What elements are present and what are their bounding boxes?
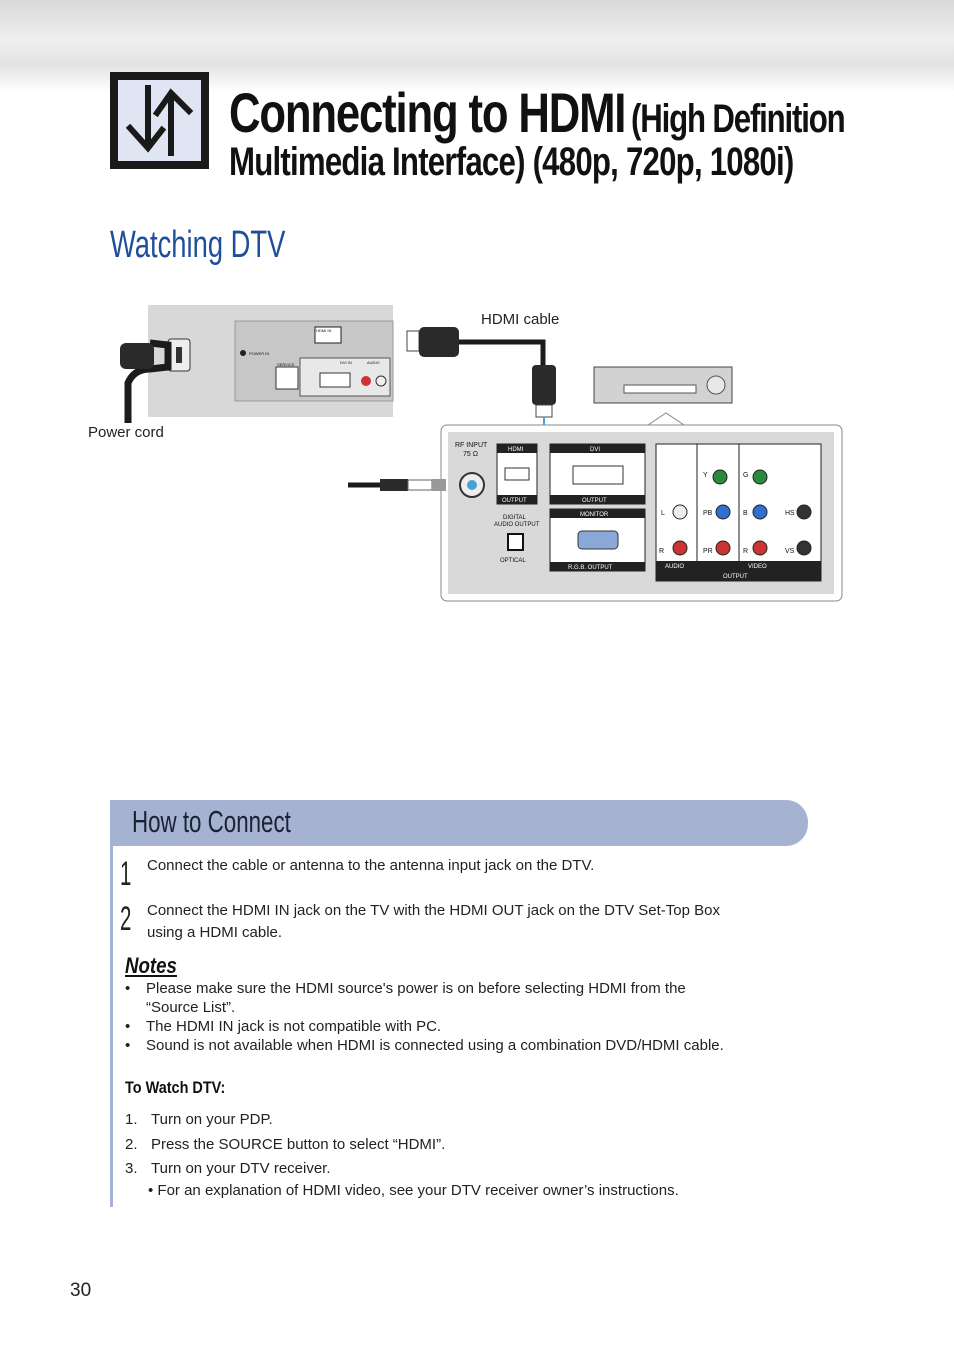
step-text: Connect the HDMI IN jack on the TV with … [147, 902, 721, 941]
digital-label: DIGITAL [503, 515, 527, 521]
audio-section-label: AUDIO [665, 564, 684, 570]
hdmi-stb-plug-tip [535, 404, 553, 418]
stb-hdmi-label: HDMI [508, 447, 524, 453]
r-video-jack [752, 540, 768, 556]
rf-ohm-label: 75 Ω [463, 451, 478, 458]
tv-hdmi-in-jack [314, 326, 342, 344]
tv-dvi-jack [319, 372, 351, 388]
watch-dtv-list: 1. Turn on your PDP. 2. Press the SOURCE b… [125, 1108, 445, 1182]
hdmi-tv-plug [419, 327, 459, 357]
pb-jack [715, 504, 731, 520]
tv-power-in-dot [240, 350, 246, 356]
note-item: •The HDMI IN jack is not compatible with… [125, 1018, 442, 1035]
stb-hdmi-jack [504, 467, 530, 481]
g-jack [752, 469, 768, 485]
l-label: L [661, 510, 665, 517]
watch-step-num: 2. [125, 1135, 138, 1153]
title-main: Connecting to HDMI [229, 81, 626, 144]
watch-step-num: 1. [125, 1111, 138, 1128]
stb-vga-jack [577, 530, 619, 550]
pr-jack [715, 540, 731, 556]
tv-service-label: SERVICE [277, 362, 295, 367]
title-line2: Multimedia Interface) (480p, 720p, 1080i… [229, 140, 794, 184]
up-down-arrows-icon [110, 72, 209, 169]
vs-jack [796, 540, 812, 556]
g-label: G [743, 472, 748, 479]
hs-jack [796, 504, 812, 520]
y-jack [712, 469, 728, 485]
step-text: Connect the cable or antenna to the ante… [147, 857, 595, 874]
connection-diagram: HDMI IN SERVICE DVI IN AUDIO POWER IN RF… [0, 295, 954, 615]
optical-label: OPTICAL [500, 558, 526, 564]
note-text: Sound is not available when HDMI is conn… [146, 1037, 724, 1054]
optical-jack [507, 533, 524, 551]
stb-rgb-output-label: R.G.B. OUTPUT [568, 565, 613, 571]
note-text: Please make sure the HDMI source's power… [146, 980, 686, 1016]
b-label: B [743, 510, 748, 517]
r-audio-jack [672, 540, 688, 556]
note-text: The HDMI IN jack is not compatible with … [146, 1018, 442, 1035]
hdmi-stb-plug [532, 365, 556, 405]
component-output-label: OUTPUT [723, 574, 748, 580]
step-number: 1 [120, 855, 132, 893]
audio-output-label: AUDIO OUTPUT [494, 522, 540, 528]
stb-dvi-jack [572, 465, 624, 485]
hdmi-cable-line [459, 339, 546, 365]
hdmi-tv-plug-tip [406, 330, 420, 352]
notes-list: •Please make sure the HDMI source's powe… [125, 979, 775, 1055]
note-item: •Sound is not available when HDMI is con… [125, 1037, 724, 1054]
stb-monitor-label: MONITOR [580, 512, 609, 518]
step-number: 2 [120, 900, 132, 938]
l-jack [672, 504, 688, 520]
power-plug [120, 343, 154, 369]
watch-step-num: 3. [125, 1160, 138, 1177]
tv-audio-white-jack [375, 375, 387, 387]
hs-label: HS [785, 510, 795, 517]
rf-input-label: RF INPUT [455, 442, 488, 449]
section-heading: Watching DTV [110, 224, 286, 266]
hdmi-cable-label: HDMI cable [481, 311, 560, 328]
watch-step: 1. Turn on your PDP. [125, 1108, 445, 1133]
notes-heading: Notes [125, 953, 177, 978]
pb-label: PB [703, 510, 713, 517]
zoom-arrow [646, 412, 686, 426]
title-paren: (High Definition [631, 97, 846, 141]
tv-audio-label: AUDIO [367, 360, 380, 365]
power-cord-label: Power cord [88, 424, 164, 441]
stb-hdmi-output-label: OUTPUT [502, 498, 527, 504]
r-audio-label: R [659, 548, 664, 555]
how-to-connect-title: How to Connect [132, 804, 291, 839]
stb-dvi-label: DVI [590, 447, 600, 453]
watch-step: 3. Turn on your DTV receiver. [125, 1157, 445, 1182]
tv-service-jack [275, 366, 299, 390]
connection-diagram-svg: HDMI IN SERVICE DVI IN AUDIO POWER IN RF… [120, 305, 843, 602]
pr-label: PR [703, 548, 713, 555]
r-video-label: R [743, 548, 748, 555]
watch-step: 2. Press the SOURCE button to select “HDM… [125, 1133, 445, 1158]
tv-audio-red-jack [361, 376, 371, 386]
how-to-connect-header: How to Connect [110, 800, 808, 846]
watch-step-text: Press the SOURCE button to select “HDMI”… [151, 1135, 446, 1153]
watch-step-text: Turn on your PDP. [151, 1111, 273, 1128]
power-cord [124, 339, 172, 423]
video-section-label: VIDEO [748, 564, 767, 570]
watch-sub-note: • For an explanation of HDMI video, see … [148, 1182, 679, 1199]
vs-label: VS [785, 548, 795, 555]
watch-step-text: Turn on your DTV receiver. [151, 1160, 331, 1177]
page-title: Connecting to HDMI (High Definition [229, 80, 846, 145]
tv-hdmi-in-label: HDMI IN [316, 328, 331, 333]
stb-dvi-output-label: OUTPUT [582, 498, 607, 504]
tv-dvi-in-label: DVI IN [340, 360, 352, 365]
note-item: •Please make sure the HDMI source's powe… [125, 980, 686, 1016]
page-number: 30 [70, 1280, 92, 1301]
b-jack [752, 504, 768, 520]
section-rule [110, 846, 113, 1207]
tv-power-in-label: POWER IN [249, 351, 269, 356]
watch-dtv-heading: To Watch DTV: [125, 1078, 226, 1097]
y-label: Y [703, 472, 708, 479]
